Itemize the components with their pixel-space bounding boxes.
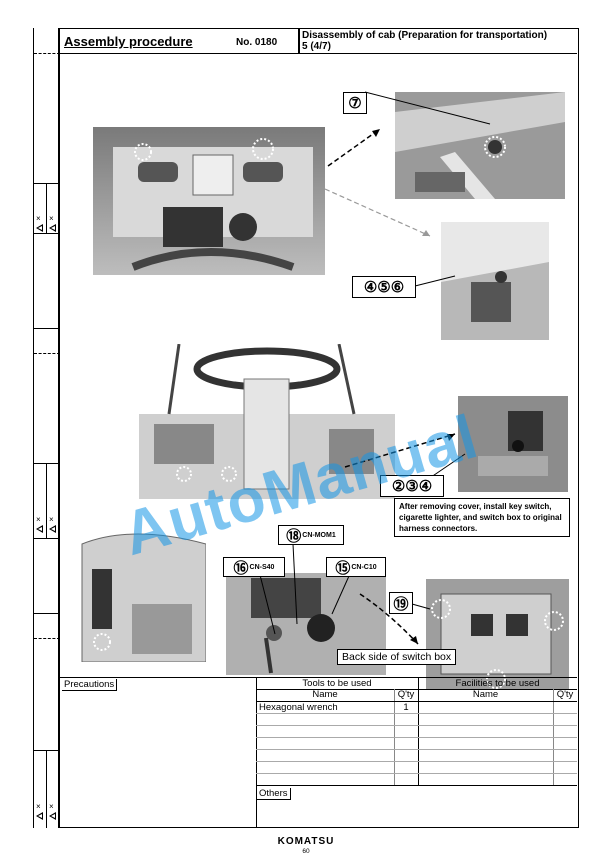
sheet-header: Assembly procedure No. 0180 Disassembly … <box>60 29 577 54</box>
revision-triangle-icon <box>36 812 43 820</box>
back-side-label: Back side of switch box <box>337 649 457 665</box>
procedure-sheet: Assembly procedure No. 0180 Disassembly … <box>59 28 579 828</box>
others-label: Others <box>257 788 291 800</box>
facilities-qty-col: Q'ty <box>556 689 574 700</box>
callout-7: ⑦ <box>343 92 367 114</box>
revision-triangle-icon <box>36 224 43 232</box>
precautions-label: Precautions <box>62 679 118 691</box>
steering-column-photo <box>139 344 395 499</box>
tools-table-section: Precautions Tools to be used Facilities … <box>60 677 577 827</box>
facilities-header: Facilities to be used <box>455 678 540 689</box>
detail-photo-7 <box>395 92 565 199</box>
procedure-number: No. 0180 <box>236 37 278 48</box>
tool-name: Hexagonal wrench <box>259 702 338 713</box>
callout-4-5-6: ④⑤⑥ <box>352 276 416 298</box>
revision-triangle-icon <box>49 525 56 533</box>
tool-qty: 1 <box>403 702 409 713</box>
facilities-name-col: Name <box>472 689 499 700</box>
revision-triangle-icon <box>36 525 43 533</box>
key-switch-photo <box>226 573 386 675</box>
revision-strip: × × × × × × <box>33 28 60 828</box>
revision-triangle-icon <box>49 812 56 820</box>
leader-arrows <box>257 91 491 645</box>
revision-x-mark: × <box>49 802 54 811</box>
tools-header: Tools to be used <box>302 678 372 689</box>
revision-x-mark: × <box>36 515 41 524</box>
revision-x-mark: × <box>36 214 41 223</box>
dashboard-top-photo <box>93 127 325 275</box>
detail-photo-234 <box>458 396 568 492</box>
revision-x-mark: × <box>49 214 54 223</box>
instruction-note: After removing cover, install key switch… <box>394 498 570 537</box>
callout-2-3-4: ②③④ <box>380 475 444 497</box>
callout-19: ⑲ <box>389 592 413 614</box>
detail-photo-456 <box>441 222 549 340</box>
console-side-photo <box>72 524 206 662</box>
revision-x-mark: × <box>49 515 54 524</box>
page-title: Assembly procedure <box>64 34 193 49</box>
switch-box-back-photo <box>426 579 569 689</box>
revision-x-mark: × <box>36 802 41 811</box>
page-number: 60 <box>302 848 310 855</box>
komatsu-logo: KOMATSU <box>277 836 335 847</box>
tools-name-col: Name <box>312 689 338 700</box>
procedure-description: Disassembly of cab (Preparation for tran… <box>302 30 548 52</box>
tools-qty-col: Q'ty <box>397 689 415 700</box>
revision-triangle-icon <box>49 224 56 232</box>
